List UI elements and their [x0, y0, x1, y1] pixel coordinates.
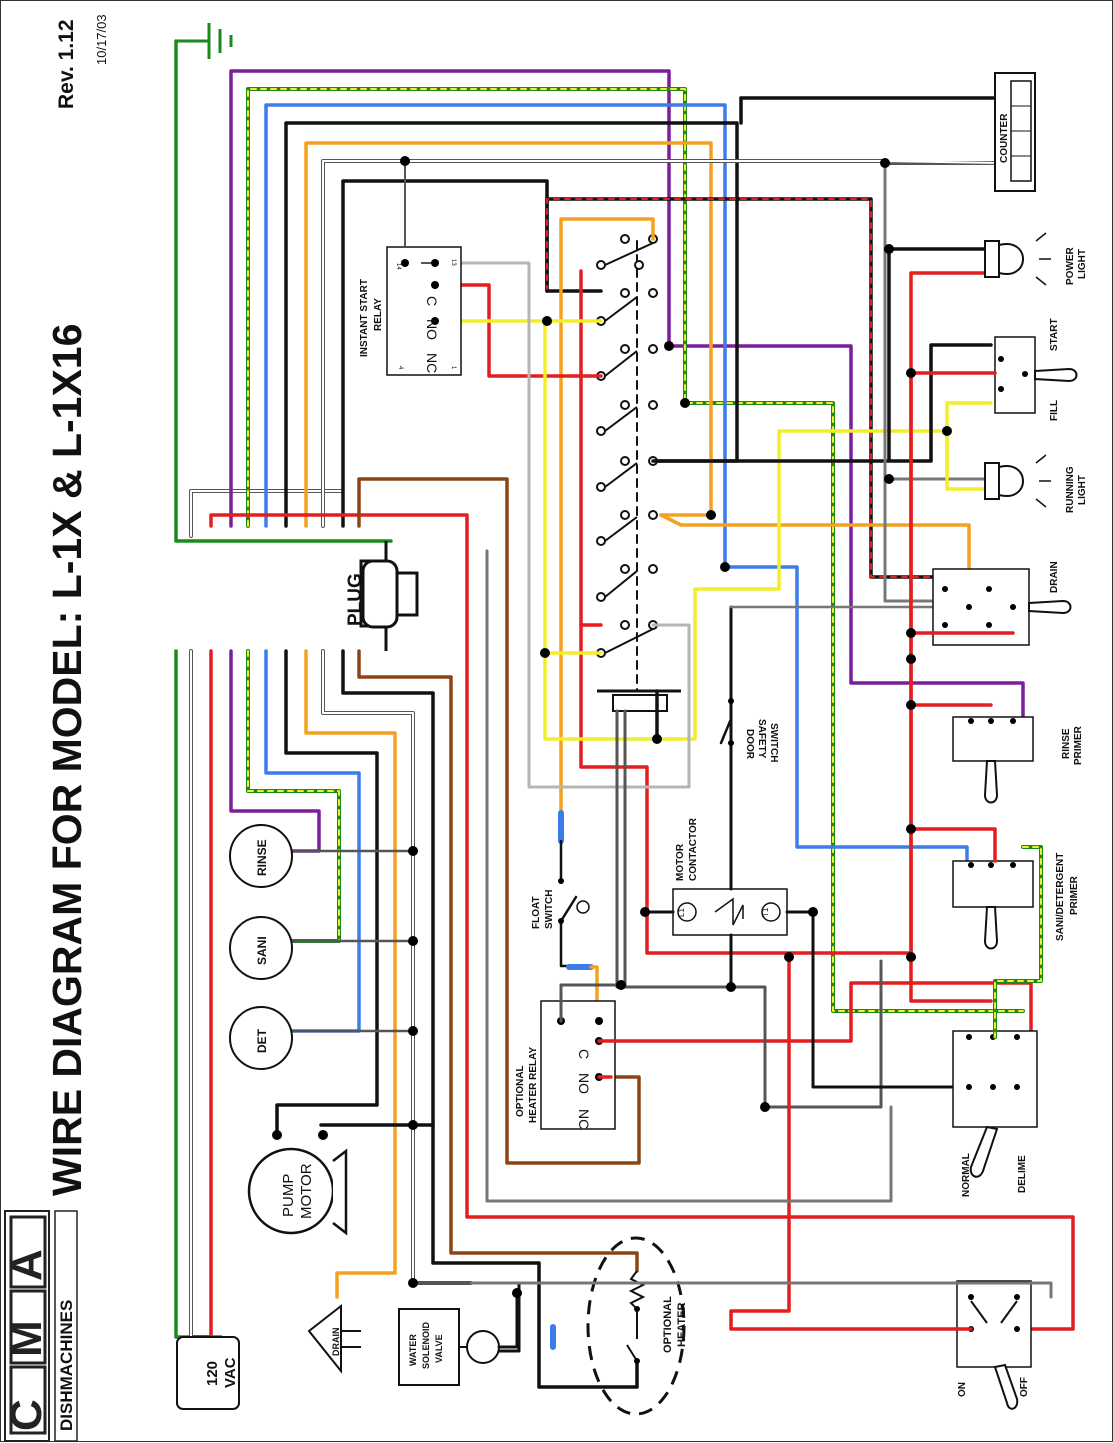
- drain-valve-label: DRAIN: [331, 1328, 341, 1357]
- solenoid-label-2: SOLENOID: [421, 1321, 431, 1369]
- relay-term-13: 13: [450, 259, 456, 266]
- cma-logo: C M A DISHMACHINES: [2, 1210, 78, 1442]
- power-light: POWER LIGHT: [984, 232, 1088, 286]
- heater-relay-label-1: OPTIONAL: [515, 1065, 526, 1117]
- drain-valve: DRAIN: [307, 1303, 361, 1374]
- running-light-label-2: LIGHT: [1077, 475, 1088, 505]
- solenoid-label-1: WATER: [408, 1334, 418, 1366]
- revision-label: Rev. 1.12: [55, 19, 78, 109]
- heater-relay-nc: NC: [576, 1109, 592, 1129]
- normal-label: NORMAL: [961, 1153, 972, 1197]
- heater-relay-no: NO: [576, 1073, 592, 1094]
- relay-no: NO: [424, 319, 440, 340]
- start-relay-label-1: INSTANT START: [359, 279, 370, 357]
- rinse-primer-label-2: PRIMER: [1073, 725, 1084, 765]
- start-relay-label-2: RELAY: [373, 298, 384, 331]
- float-switch-label-1: FLOAT: [531, 896, 542, 929]
- contactor-t1: T1: [761, 907, 770, 917]
- start-fill-switch[interactable]: START FILL: [994, 318, 1078, 421]
- diagram-title: WIRE DIAGRAM FOR MODEL: L-1X & L-1X16: [44, 324, 90, 1196]
- power-light-label-2: LIGHT: [1077, 249, 1088, 279]
- logo-subtitle: DISHMACHINES: [57, 1300, 76, 1431]
- delime-label: DELIME: [1017, 1155, 1028, 1193]
- sani-primer-label-1: SANI/DETERGENT: [1055, 853, 1066, 941]
- door-switch-label-3: SWITCH: [768, 723, 779, 762]
- door-switch-label-2: SAFETY: [756, 719, 767, 759]
- on-off-switch[interactable]: ON OFF: [956, 1280, 1032, 1410]
- rinse-primer-label-1: RINSE: [1061, 728, 1072, 759]
- optional-heater-relay: C NO NC OPTIONAL HEATER RELAY: [515, 1000, 616, 1130]
- sani-primer-label-2: PRIMER: [1069, 875, 1080, 915]
- rinse-primer-switch[interactable]: RINSE PRIMER: [952, 716, 1084, 804]
- on-label: ON: [957, 1382, 968, 1397]
- ground-icon: [176, 23, 233, 59]
- normal-delime-switch[interactable]: NORMAL DELIME: [952, 1030, 1038, 1197]
- relay-term-14: 14: [395, 263, 401, 270]
- counter-label: COUNTER: [999, 113, 1010, 163]
- fill-label: FILL: [1049, 400, 1060, 421]
- revision-date: 10/17/03: [94, 14, 109, 65]
- junction-dots: [272, 156, 952, 1298]
- drain-switch-label: DRAIN: [1049, 561, 1060, 593]
- power-source-120vac: 120 VAC: [176, 1336, 240, 1410]
- pump-motor-label-1: PUMP: [280, 1174, 297, 1217]
- timer-switch-bank: [596, 234, 681, 712]
- instant-start-relay: 14 13 C NO NC 4 1 INSTANT START RELAY: [359, 161, 462, 376]
- rinse-pump: RINSE: [229, 824, 293, 888]
- motor-contactor-label-2: CONTACTOR: [688, 817, 699, 881]
- door-safety-switch: DOOR SAFETY SWITCH: [719, 605, 779, 762]
- float-switch: FLOAT SWITCH: [531, 789, 599, 1007]
- water-solenoid-valve: WATER SOLENOID VALVE: [398, 1308, 500, 1386]
- off-label: OFF: [1019, 1377, 1030, 1397]
- start-label: START: [1049, 318, 1060, 351]
- relay-nc: NC: [424, 353, 440, 373]
- float-switch-label-2: SWITCH: [544, 890, 555, 929]
- sani-pump: SANI: [229, 916, 293, 980]
- running-light: RUNNING LIGHT: [984, 454, 1088, 513]
- heater-label-1: OPTIONAL: [662, 1296, 674, 1353]
- optional-heater: OPTIONAL HEATER: [586, 1236, 688, 1416]
- relay-term-4: 4: [397, 366, 403, 370]
- heater-label-2: HEATER: [676, 1303, 688, 1347]
- det-pump-label: DET: [255, 1028, 269, 1053]
- pump-motor-label-2: MOTOR: [298, 1163, 315, 1219]
- heater-relay-c: C: [576, 1049, 592, 1059]
- logo-letter-a: A: [2, 1249, 51, 1281]
- logo-letter-c: C: [2, 1399, 51, 1431]
- relay-c: C: [424, 296, 440, 306]
- heater-relay-label-2: HEATER RELAY: [528, 1047, 539, 1123]
- power-light-label-1: POWER: [1065, 246, 1076, 285]
- relay-term-1: 1: [450, 366, 456, 370]
- motor-contactor-label-1: MOTOR: [675, 843, 686, 881]
- sani-detergent-primer-switch[interactable]: SANI/DETERGENT PRIMER: [952, 853, 1080, 950]
- det-pump: DET: [229, 1006, 293, 1070]
- power-source-label-1: 120: [204, 1361, 221, 1386]
- sani-pump-label: SANI: [255, 936, 269, 965]
- contactor-l1: L1: [677, 908, 686, 917]
- plug-label: PLUG: [345, 573, 366, 626]
- rinse-pump-label: RINSE: [255, 839, 269, 876]
- running-light-label-1: RUNNING: [1065, 466, 1076, 513]
- solenoid-label-3: VALVE: [434, 1334, 444, 1363]
- counter: COUNTER: [994, 72, 1036, 192]
- motor-contactor: L1 T1 MOTOR CONTACTOR: [672, 817, 788, 936]
- door-switch-label-1: DOOR: [744, 729, 755, 760]
- power-source-label-2: VAC: [222, 1357, 239, 1388]
- logo-letter-m: M: [2, 1320, 51, 1357]
- plug-connector: PLUG: [345, 541, 419, 651]
- pump-motor: PUMP MOTOR: [247, 1147, 348, 1236]
